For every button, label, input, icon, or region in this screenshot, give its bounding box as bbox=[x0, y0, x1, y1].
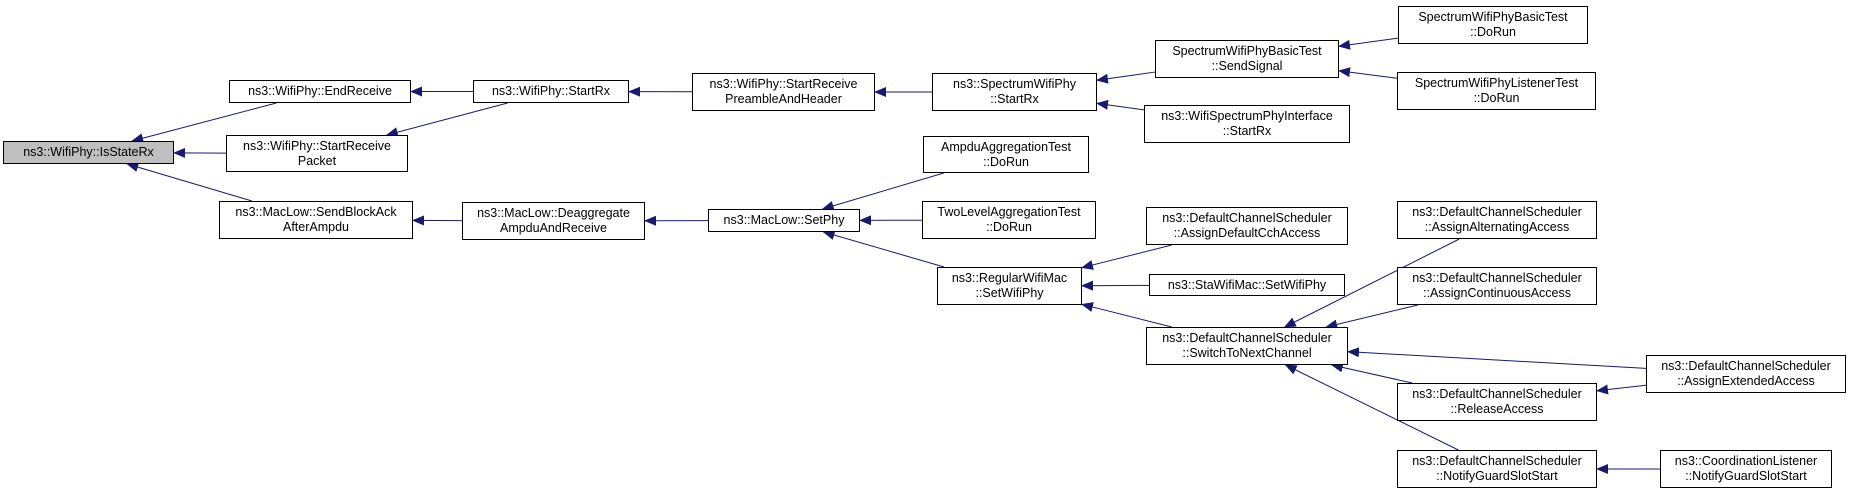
node-deaggregate[interactable]: ns3::MacLow::Deaggregate AmpduAndReceive bbox=[462, 202, 645, 240]
node-label-line: ns3::StaWifiMac::SetWifiPhy bbox=[1167, 277, 1327, 292]
edge-notifyguard-to-switchtonext bbox=[1284, 364, 1459, 451]
node-label-line: ns3::WifiPhy::EndReceive bbox=[248, 84, 392, 98]
node-label-line: ns3::DefaultChannelScheduler bbox=[1661, 359, 1831, 373]
node-ampdutest[interactable]: AmpduAggregationTest ::DoRun bbox=[923, 136, 1089, 173]
node-label-line: ns3::SpectrumWifiPhy bbox=[953, 77, 1076, 91]
edge-ampdutest-to-setphy bbox=[821, 172, 944, 211]
node-endreceive[interactable]: ns3::WifiPhy::EndReceive bbox=[229, 80, 411, 103]
node-label-line: AmpduAggregationTest bbox=[941, 139, 1071, 154]
edge-assignextended-to-switchtonext bbox=[1347, 347, 1647, 369]
node-label-line: ns3::WifiPhy::StartReceive bbox=[709, 77, 858, 91]
node-label-line: ns3::DefaultChannelScheduler bbox=[1412, 387, 1582, 401]
node-label-line: ::SendSignal bbox=[1211, 59, 1283, 73]
node-assigncontinuous[interactable]: ns3::DefaultChannelScheduler ::AssignCon… bbox=[1397, 267, 1597, 305]
edge-switchtonext-to-regularsetwifiphy bbox=[1081, 302, 1172, 328]
node-label-line: ns3::WifiPhy::IsStateRx bbox=[23, 145, 154, 159]
node-label-line: ::DoRun bbox=[1473, 91, 1520, 105]
node-startrx[interactable]: ns3::WifiPhy::StartRx bbox=[473, 80, 629, 103]
node-label-line: ::StartRx bbox=[990, 92, 1039, 106]
edge-releaseaccess-to-switchtonext bbox=[1330, 362, 1413, 384]
edge-startrx-to-startreceivepacket bbox=[385, 102, 508, 138]
node-basictestdorun[interactable]: SpectrumWifiPhyBasicTest ::DoRun bbox=[1398, 6, 1588, 44]
node-assignalternating[interactable]: ns3::DefaultChannelScheduler ::AssignAlt… bbox=[1397, 201, 1597, 239]
node-label-line: PreambleAndHeader bbox=[725, 92, 842, 106]
node-label-line: ::NotifyGuardSlotStart bbox=[1436, 469, 1558, 483]
edge-sendblockack-to-isstaterx bbox=[126, 162, 253, 202]
node-startreceivepacket[interactable]: ns3::WifiPhy::StartReceive Packet bbox=[226, 135, 408, 172]
node-label-line: ::ReleaseAccess bbox=[1450, 402, 1544, 416]
node-spectrumstartrx[interactable]: ns3::SpectrumWifiPhy ::StartRx bbox=[932, 73, 1097, 111]
edge-assigndefaultcch-to-regularsetwifiphy bbox=[1081, 244, 1172, 270]
node-label-line: SpectrumWifiPhyBasicTest bbox=[1172, 44, 1322, 58]
node-label-line: ::AssignAlternatingAccess bbox=[1424, 220, 1570, 234]
node-label-line: ::DoRun bbox=[986, 220, 1032, 234]
node-label-line: ::NotifyGuardSlotStart bbox=[1685, 469, 1807, 483]
node-regularsetwifiphy[interactable]: ns3::RegularWifiMac ::SetWifiPhy bbox=[937, 267, 1082, 305]
node-label-line: ns3::DefaultChannelScheduler bbox=[1412, 271, 1582, 285]
node-label-line: ns3::DefaultChannelScheduler bbox=[1162, 331, 1332, 345]
node-label-line: ns3::DefaultChannelScheduler bbox=[1412, 205, 1582, 219]
node-releaseaccess[interactable]: ns3::DefaultChannelScheduler ::ReleaseAc… bbox=[1397, 383, 1597, 421]
node-interfacestartrx[interactable]: ns3::WifiSpectrumPhyInterface ::StartRx bbox=[1144, 105, 1350, 143]
node-switchtonext[interactable]: ns3::DefaultChannelScheduler ::SwitchToN… bbox=[1146, 327, 1348, 365]
node-label-line: AmpduAndReceive bbox=[499, 221, 607, 235]
node-isstaterx: ns3::WifiPhy::IsStateRx bbox=[3, 141, 174, 164]
node-label-line: ::AssignExtendedAccess bbox=[1677, 374, 1815, 388]
node-assigndefaultcch[interactable]: ns3::DefaultChannelScheduler ::AssignDef… bbox=[1146, 207, 1348, 245]
edge-basictestdorun-to-sendsignal bbox=[1338, 37, 1399, 50]
node-twoleveltest[interactable]: TwoLevelAggregationTest ::DoRun bbox=[922, 201, 1096, 239]
node-label-line: ns3::DefaultChannelScheduler bbox=[1412, 454, 1582, 468]
edge-assignalternating-to-switchtonext bbox=[1283, 238, 1460, 328]
node-label-line: ::StartRx bbox=[1222, 124, 1272, 138]
node-label-line: ::DoRun bbox=[983, 154, 1029, 169]
edge-listenertestdorun-to-sendsignal bbox=[1338, 67, 1398, 79]
node-label-line: AfterAmpdu bbox=[282, 220, 349, 234]
edge-assignextended-to-releaseaccess bbox=[1596, 384, 1647, 395]
node-listenernotify[interactable]: ns3::CoordinationListener ::NotifyGuardS… bbox=[1660, 450, 1832, 488]
node-label-line: ns3::CoordinationListener bbox=[1674, 454, 1818, 468]
node-startreceivepreamble[interactable]: ns3::WifiPhy::StartReceive PreambleAndHe… bbox=[692, 73, 875, 111]
node-label-line: ns3::MacLow::SendBlockAck bbox=[235, 205, 397, 219]
node-label-line: ns3::DefaultChannelScheduler bbox=[1162, 211, 1332, 225]
node-label-line: ns3::WifiSpectrumPhyInterface bbox=[1161, 109, 1333, 123]
node-assignextended[interactable]: ns3::DefaultChannelScheduler ::AssignExt… bbox=[1646, 355, 1846, 393]
node-setphy[interactable]: ns3::MacLow::SetPhy bbox=[708, 209, 860, 232]
node-label-line: TwoLevelAggregationTest bbox=[937, 205, 1081, 219]
edge-regularsetwifiphy-to-setphy bbox=[822, 230, 945, 268]
node-label-line: ns3::WifiPhy::StartReceive bbox=[243, 138, 391, 153]
edge-layer bbox=[126, 37, 1660, 474]
node-listenertestdorun[interactable]: SpectrumWifiPhyListenerTest ::DoRun bbox=[1397, 72, 1596, 110]
node-label-line: SpectrumWifiPhyBasicTest bbox=[1418, 10, 1568, 24]
node-label-line: SpectrumWifiPhyListenerTest bbox=[1414, 76, 1579, 90]
edge-sendsignal-to-spectrumstartrx bbox=[1096, 71, 1156, 84]
node-notifyguard[interactable]: ns3::DefaultChannelScheduler ::NotifyGua… bbox=[1397, 450, 1597, 488]
node-label-line: ::DoRun bbox=[1470, 25, 1516, 39]
edge-assigncontinuous-to-switchtonext bbox=[1325, 304, 1418, 330]
node-label-line: Packet bbox=[297, 153, 337, 168]
node-label-line: ns3::WifiPhy::StartRx bbox=[491, 84, 611, 98]
edge-interfacestartrx-to-spectrumstartrx bbox=[1096, 99, 1145, 111]
node-sendsignal[interactable]: SpectrumWifiPhyBasicTest ::SendSignal bbox=[1155, 40, 1339, 78]
node-label-line: ::AssignContinuousAccess bbox=[1423, 286, 1571, 300]
node-label-line: ns3::RegularWifiMac bbox=[951, 271, 1068, 285]
node-label-line: ::SetWifiPhy bbox=[975, 286, 1044, 300]
node-label-line: ns3::MacLow::SetPhy bbox=[723, 213, 845, 227]
node-stasetwifiphy[interactable]: ns3::StaWifiMac::SetWifiPhy bbox=[1149, 274, 1345, 296]
node-label-line: ::SwitchToNextChannel bbox=[1182, 346, 1312, 360]
node-label-line: ns3::MacLow::Deaggregate bbox=[477, 206, 630, 220]
node-label-line: ::AssignDefaultCchAccess bbox=[1173, 226, 1321, 240]
node-sendblockack[interactable]: ns3::MacLow::SendBlockAck AfterAmpdu bbox=[219, 201, 413, 239]
edge-endreceive-to-isstaterx bbox=[131, 102, 277, 144]
